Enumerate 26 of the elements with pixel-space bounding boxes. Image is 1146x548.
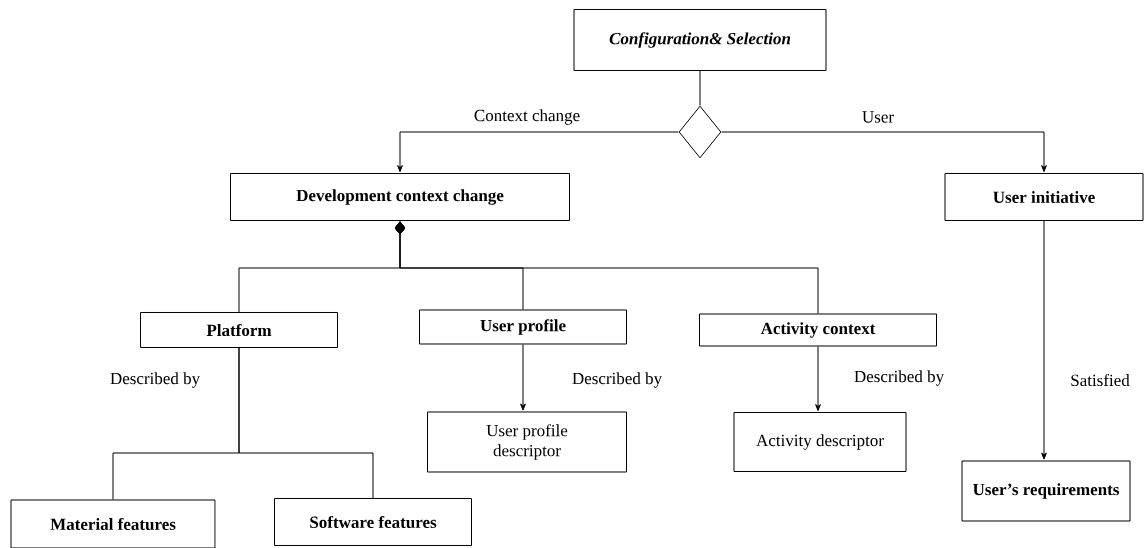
edge-label: Described by [570, 371, 664, 389]
connector [394, 221, 819, 314]
box: User profile descriptor [427, 411, 627, 473]
connector [238, 347, 374, 499]
box: User initiative [944, 173, 1144, 221]
edge-label: Context change [472, 108, 582, 126]
connector [721, 131, 1047, 173]
connector [397, 131, 679, 173]
box: Material features [10, 499, 216, 548]
box: Platform [140, 312, 338, 348]
edge-label: Satisfied [1069, 372, 1131, 388]
connector [1041, 220, 1047, 460]
edge-label: Described by [852, 369, 946, 387]
box: Activity context [699, 313, 937, 347]
edge-label: Described by [108, 371, 202, 389]
box: Configuration& Selection [573, 9, 827, 71]
box: User profile [419, 309, 627, 345]
connector [699, 70, 701, 106]
connector [815, 346, 821, 412]
box: Activity descriptor [733, 412, 907, 472]
edge-label: User [860, 110, 896, 124]
box: Software features [274, 498, 472, 546]
decision-diamond [678, 105, 722, 159]
box: User’s requirements [961, 460, 1131, 522]
connector [520, 344, 526, 411]
box: Development context change [230, 173, 570, 221]
